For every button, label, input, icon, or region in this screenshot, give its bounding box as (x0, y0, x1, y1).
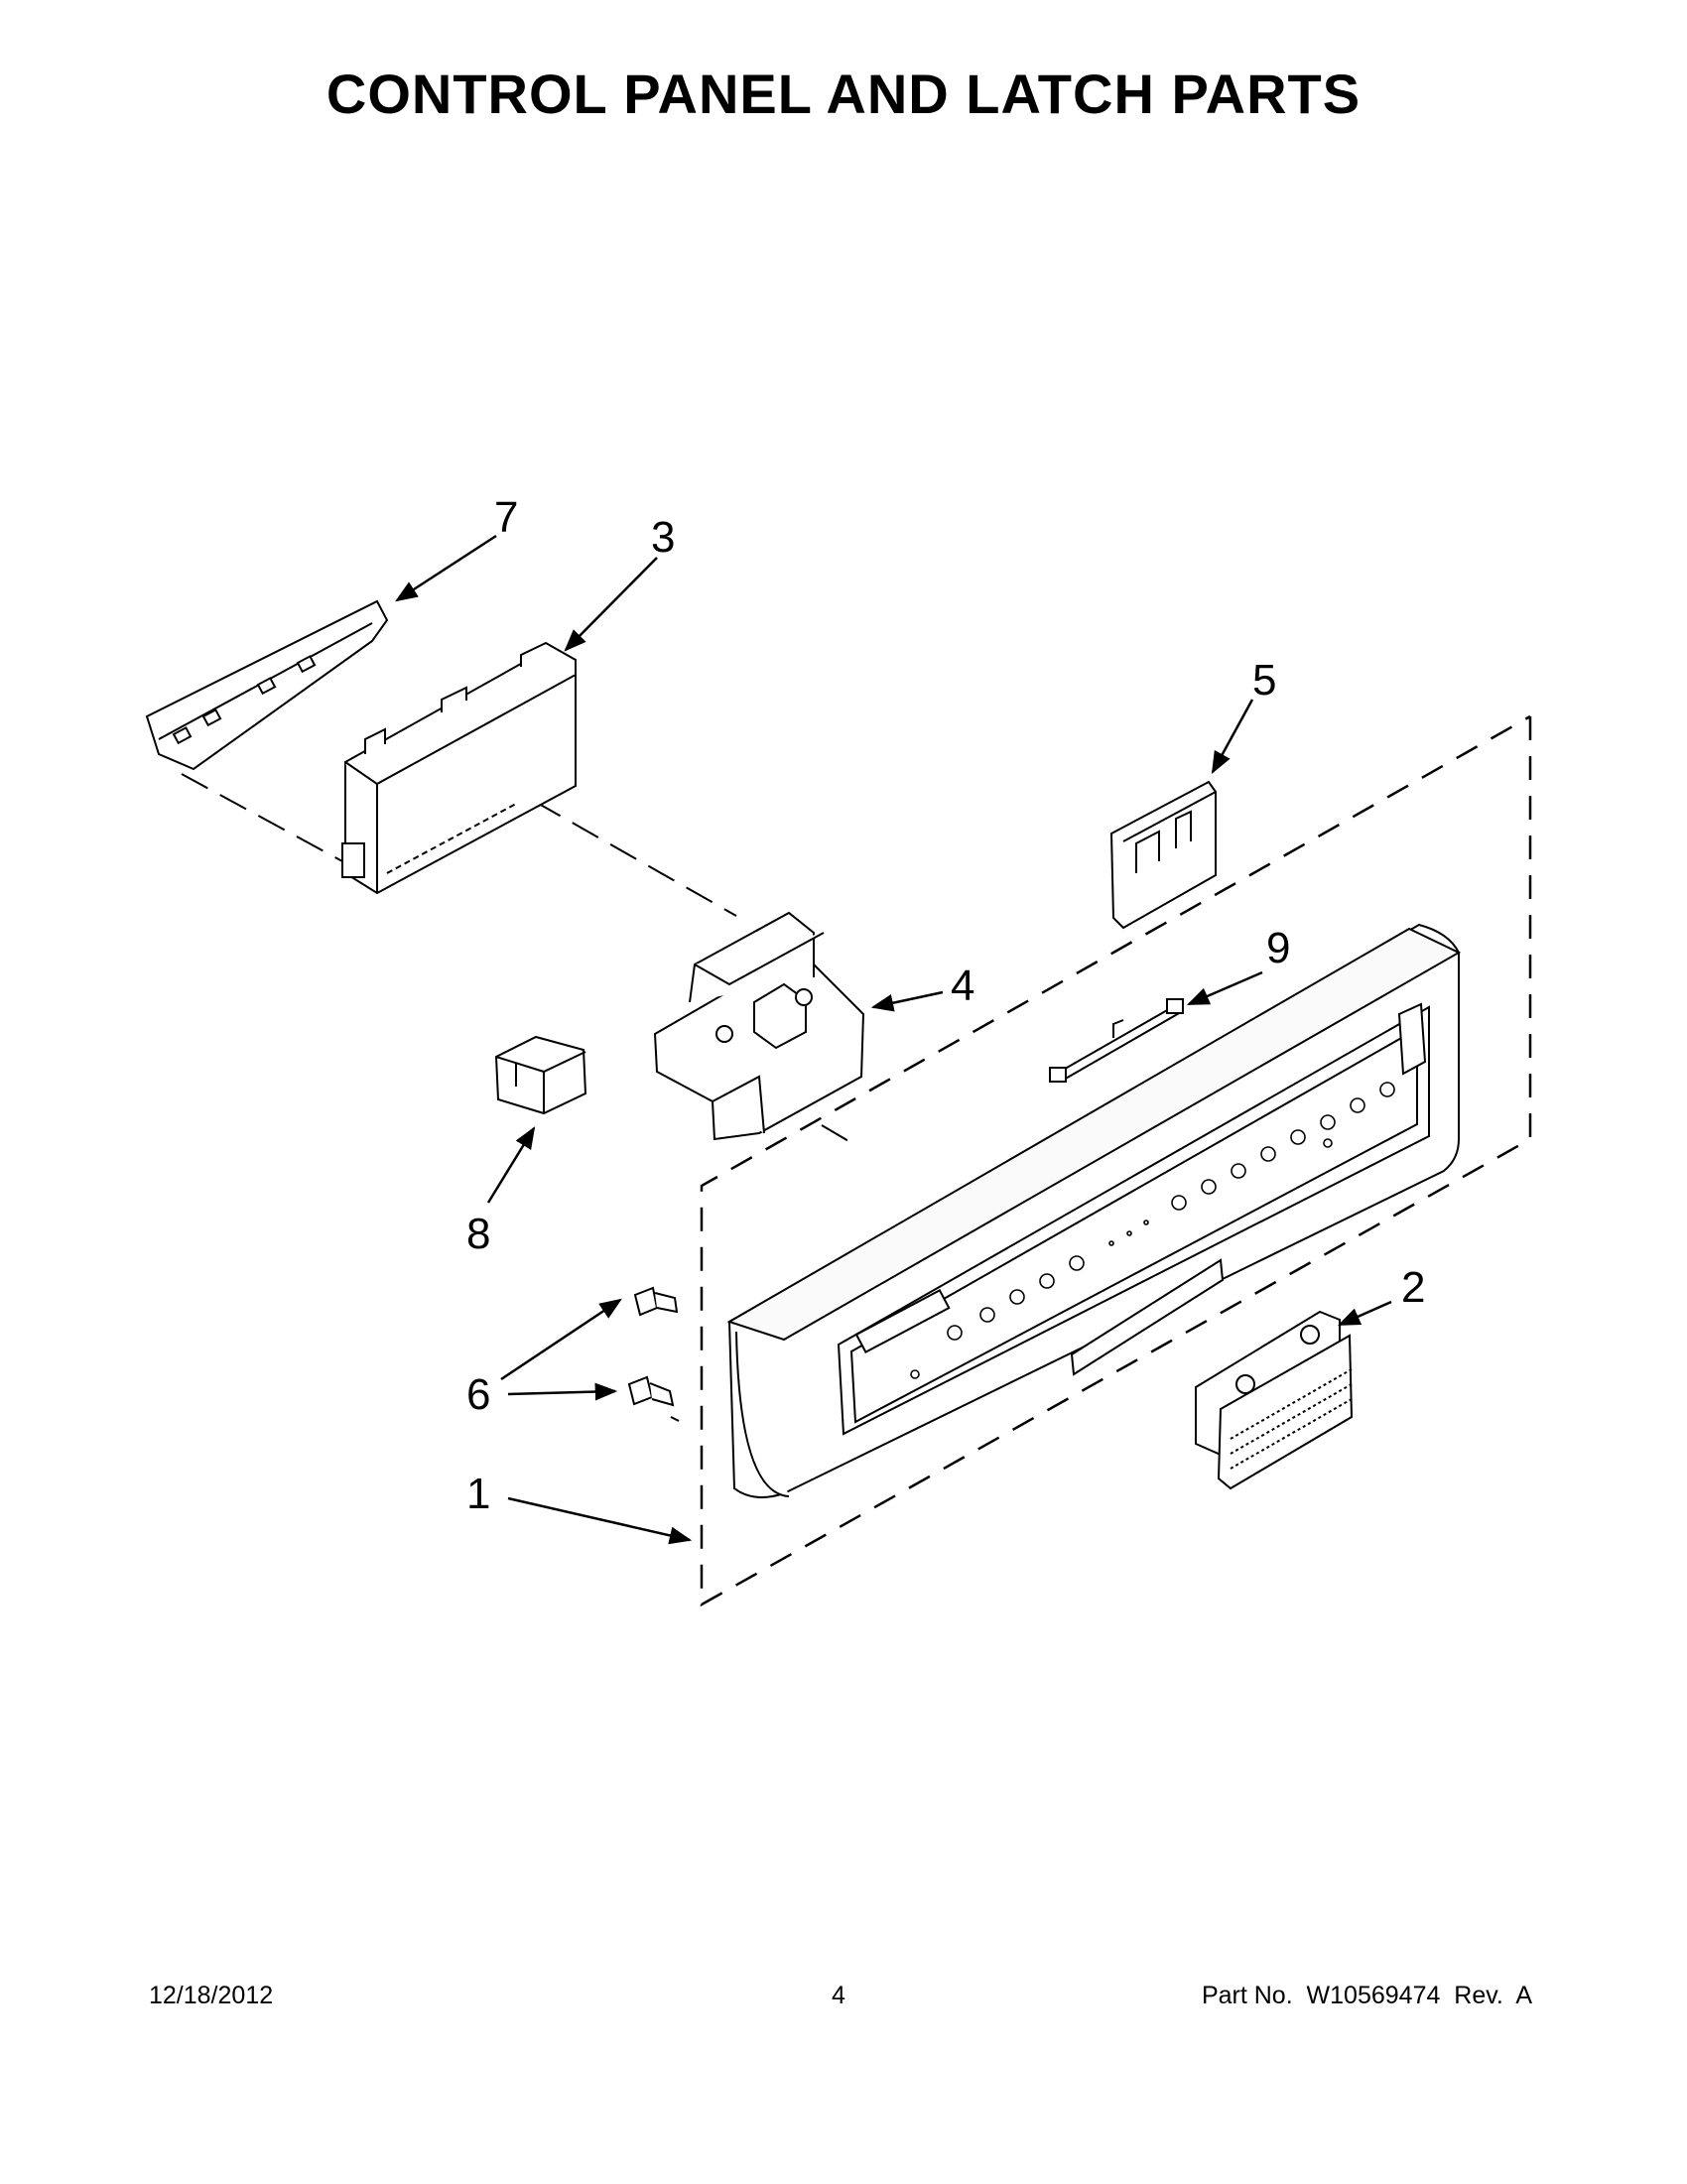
brush-guard-part (1195, 1310, 1354, 1490)
footer-page-number: 4 (832, 1982, 845, 2009)
page-title: CONTROL PANEL AND LATCH PARTS (325, 63, 1362, 125)
callout-6: 6 (466, 1370, 490, 1419)
control-panel-part (726, 923, 1462, 1498)
callout-1: 1 (466, 1470, 490, 1518)
clip-part (494, 1035, 587, 1115)
callout-arrows (395, 534, 1392, 1545)
callout-2: 2 (1401, 1263, 1425, 1312)
latch-cover-part (1109, 780, 1217, 930)
bracket-part (145, 599, 389, 771)
callout-7: 7 (494, 493, 518, 542)
callout-3: 3 (651, 513, 675, 562)
control-panel-buttons (910, 1082, 1395, 1379)
callout-5: 5 (1252, 656, 1276, 705)
footer-part-number: Part No. W10569474 Rev. A (1201, 1982, 1532, 2009)
callout-8: 8 (466, 1210, 490, 1258)
callout-4: 4 (951, 962, 974, 1010)
control-board-part (341, 641, 577, 895)
screw-part (627, 1286, 680, 1422)
latch-part (653, 911, 865, 1141)
wire-harness-part (1049, 998, 1184, 1083)
assembly-boundary (700, 714, 1532, 1607)
footer-date: 12/18/2012 (149, 1982, 274, 2009)
callout-9: 9 (1266, 924, 1290, 972)
